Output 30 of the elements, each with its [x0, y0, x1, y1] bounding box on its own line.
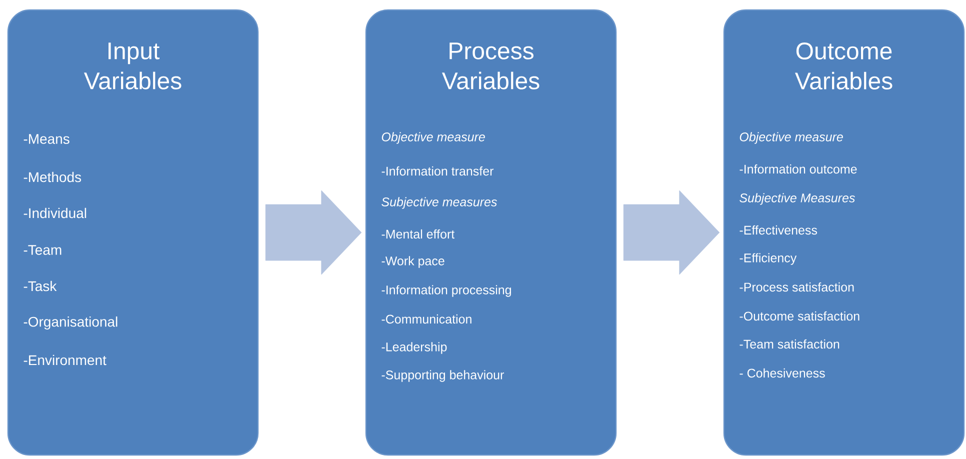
list-item: -Task — [24, 280, 57, 292]
list-item: -Work pace — [382, 256, 444, 268]
list-item: -Supporting behaviour — [382, 370, 504, 382]
list-item: -Organisational — [24, 316, 118, 330]
list-item: -Methods — [24, 172, 82, 182]
list-item: -Environment — [24, 354, 106, 366]
list-item: -Process satisfaction — [740, 282, 854, 292]
block-arrow — [623, 190, 720, 275]
list-item: - Cohesiveness — [740, 368, 825, 378]
list-item: -Information transfer — [382, 166, 494, 176]
list-item: -Information processing — [382, 285, 511, 297]
panel-heading: Process Variables — [442, 42, 540, 90]
list-item: -Individual — [24, 208, 86, 218]
list-item: -Team satisfaction — [740, 339, 840, 349]
panel-heading: Outcome Variables — [794, 42, 892, 90]
list-item: -Means — [24, 134, 70, 144]
list-item: -Outcome satisfaction — [740, 311, 860, 321]
list-item: -Mental effort — [382, 229, 455, 239]
list-item: -Team — [24, 245, 62, 255]
list-item: -Communication — [382, 314, 472, 324]
subheading: Objective measure — [740, 132, 843, 144]
block-arrow — [265, 190, 362, 275]
list-item: -Information outcome — [740, 164, 857, 174]
subheading: Subjective measures — [382, 197, 497, 209]
subheading: Objective measure — [382, 132, 485, 144]
panel-heading: Input Variables — [84, 42, 182, 90]
subheading: Subjective Measures — [740, 193, 855, 205]
list-item: -Leadership — [382, 342, 447, 354]
list-item: -Efficiency — [740, 253, 797, 265]
list-item: -Effectiveness — [740, 225, 818, 235]
